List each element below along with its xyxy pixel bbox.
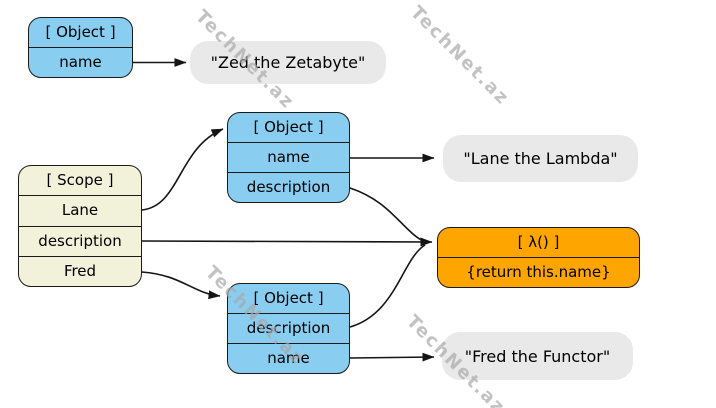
node-lambda-header: [ λ() ] [517, 233, 560, 251]
node-scope-header: [ Scope ] [46, 171, 114, 190]
node-object-mid-field-description: description [228, 172, 349, 202]
node-object-bottom-header: [ Object ] [253, 289, 324, 307]
node-object-bottom-field-description: description [228, 313, 349, 343]
node-object-top-header: [ Object ] [45, 23, 116, 41]
watermark-top-right: TechNet.az [406, 2, 514, 110]
value-lane-the-lambda: "Lane the Lambda" [443, 135, 638, 182]
node-scope-field-lane: Lane [19, 195, 141, 225]
node-lambda-body: {return this.name} [438, 257, 639, 287]
edge-scope-description-to-lambda [141, 237, 433, 247]
node-object-bottom-field-name: name [228, 343, 349, 373]
node-object-bottom: [ Object ] description name [227, 283, 350, 374]
edge-object-bottom-name-to-fred [349, 352, 435, 362]
node-object-top: [ Object ] name [28, 17, 133, 78]
edge-scope-lane-to-object-mid [141, 128, 224, 211]
edge-scope-fred-to-object-bottom [141, 271, 221, 300]
node-object-mid-header: [ Object ] [253, 118, 324, 136]
node-lambda: [ λ() ] {return this.name} [437, 227, 640, 288]
node-scope-field-description: description [19, 225, 141, 256]
value-zed-the-zetabyte: "Zed the Zetabyte" [190, 41, 386, 84]
node-object-top-field-name: name [29, 47, 132, 77]
edge-object-mid-description-to-lambda [349, 187, 426, 243]
node-object-mid-field-name: name [228, 142, 349, 172]
node-object-mid: [ Object ] name description [227, 112, 350, 203]
edge-object-bottom-description-to-lambda [349, 244, 426, 328]
node-scope: [ Scope ] Lane description Fred [18, 165, 142, 287]
node-scope-field-fred: Fred [19, 255, 141, 286]
value-fred-the-functor: "Fred the Functor" [442, 332, 633, 380]
